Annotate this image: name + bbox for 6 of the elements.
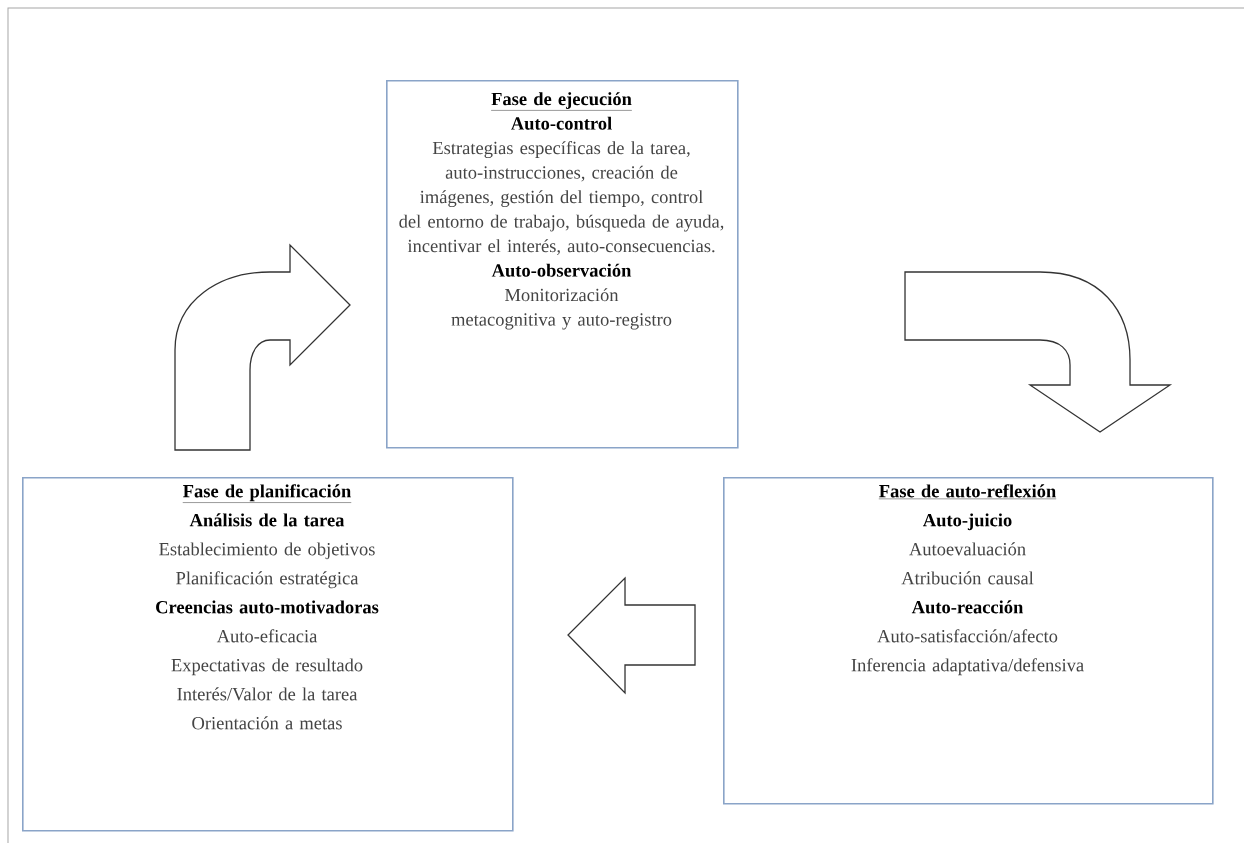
block-arrow	[174, 244, 351, 451]
phase-box: Fase de ejecución Auto-control Estrategias específicas de la tarea, auto-instrucciones, creación de imágenes, gestión del tiempo, control del entorno de trabajo, búsqueda de ayuda, incentivar el interés, auto-consecuencias. Auto-observación Monitorización metacognitiva y auto-registro	[386, 80, 739, 449]
block-arrow	[567, 576, 696, 695]
phase-box: Fase de planificación Análisis de la tarea Establecimiento de objetivos Planificación estratégica Creencias auto-motivadoras Auto-eficacia Expectativas de resultado Interés/Valor de la tarea Orientación a metas	[22, 477, 514, 832]
block-arrow	[904, 271, 1171, 433]
phase-box: Fase de auto-reflexión Auto-juicio Autoevaluación Atribución causal Auto-reacción Auto-satisfacción/afecto Inferencia adaptativa/defensiva	[723, 477, 1214, 805]
